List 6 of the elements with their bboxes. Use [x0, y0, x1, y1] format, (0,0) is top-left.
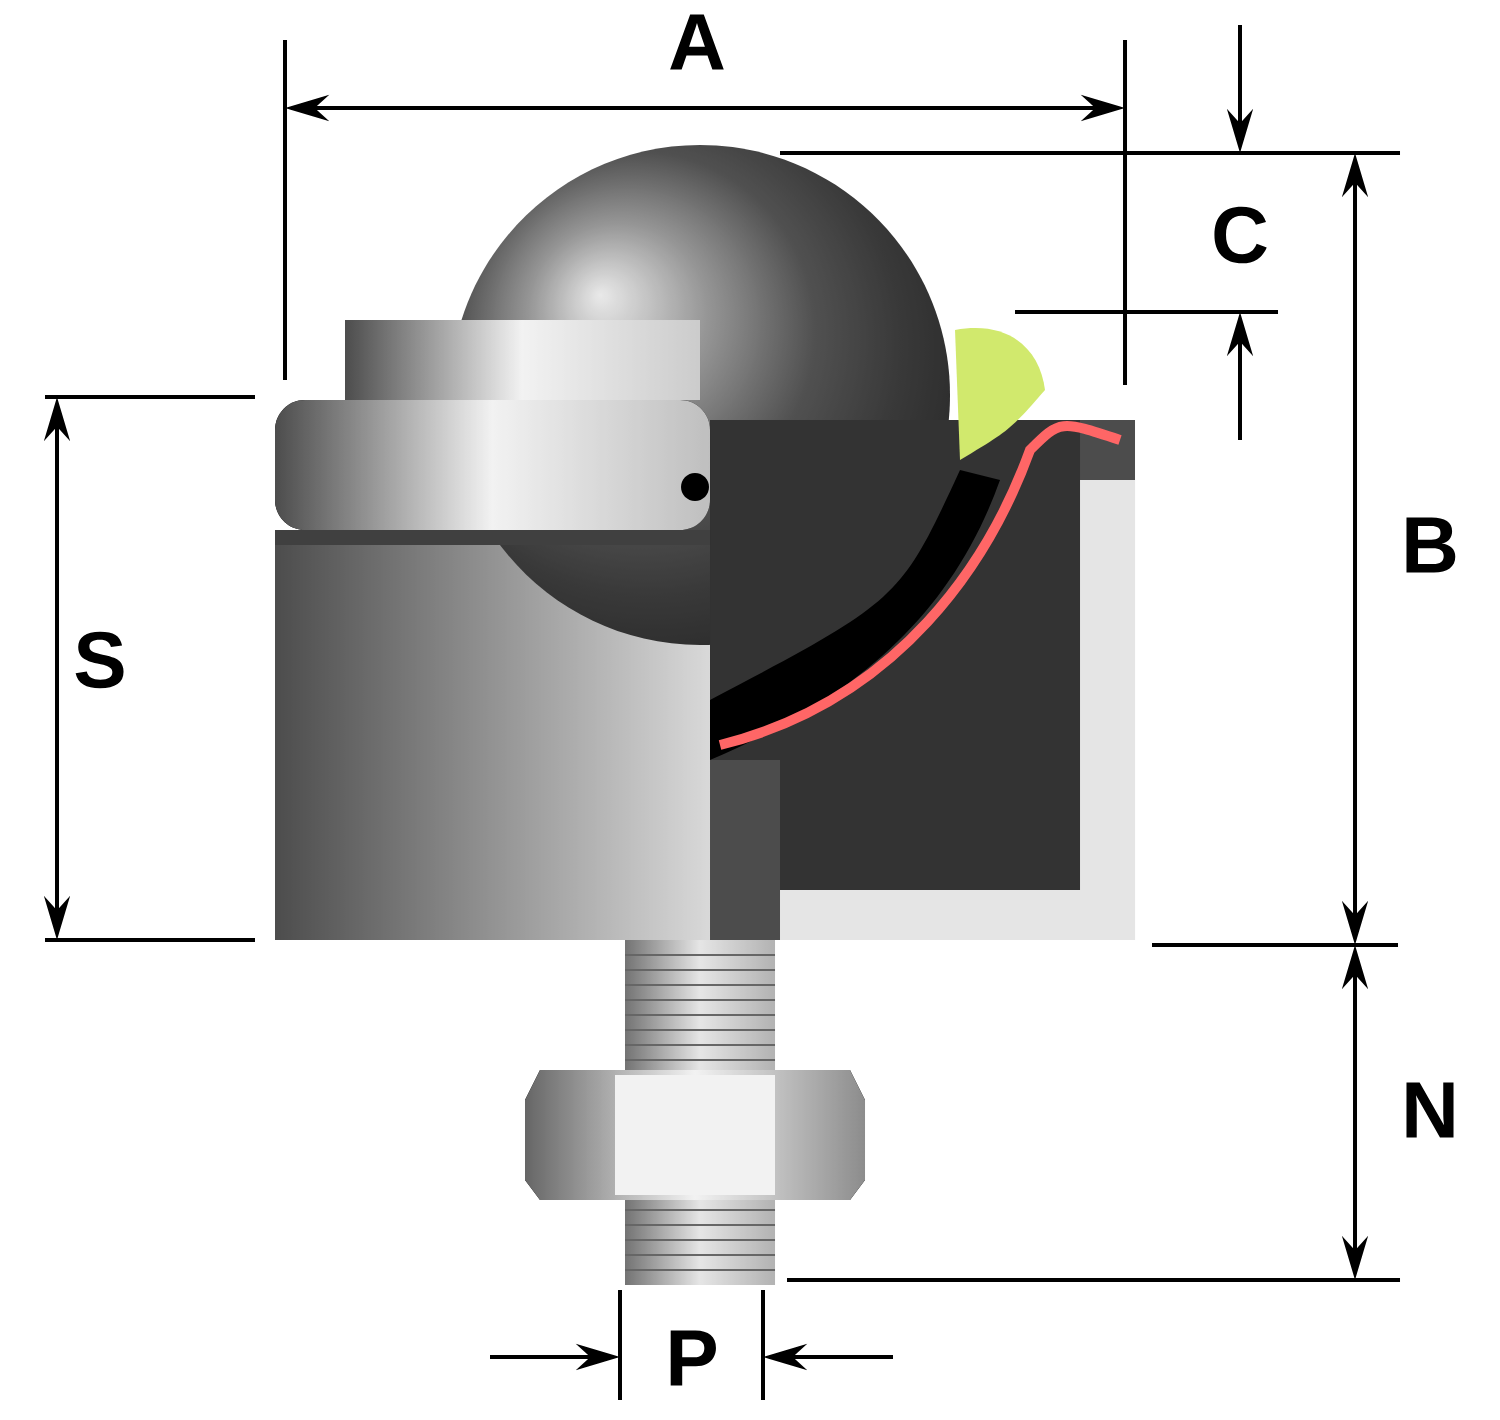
dimension-label: C — [1214, 206, 1267, 264]
dimension-label: N — [1406, 1082, 1454, 1138]
dimension-label: A — [670, 14, 724, 70]
dimension-label: B — [1406, 517, 1456, 573]
dimension-label: P — [670, 1330, 716, 1386]
dimension-label: S — [75, 631, 124, 689]
